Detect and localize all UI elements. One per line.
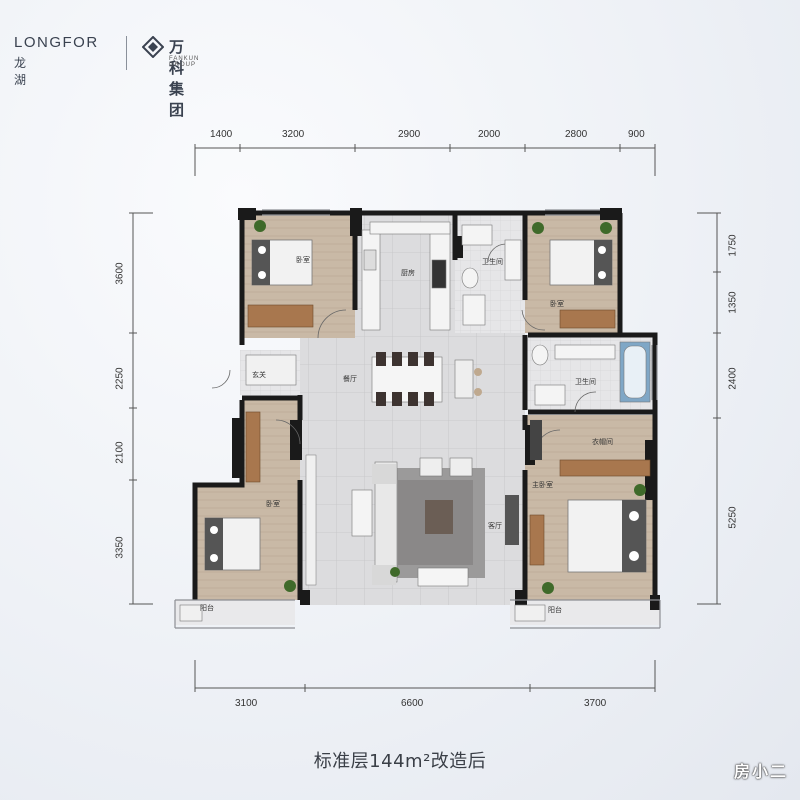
- label-master-bedroom: 主卧室: [532, 480, 553, 489]
- wanke-logo-sub: FANKUN GROUP: [169, 56, 200, 68]
- entry-fixtures: [245, 354, 297, 386]
- label-bath-n: 卫生间: [482, 257, 503, 266]
- longfor-logo: LONGFOR: [14, 34, 99, 51]
- label-bedroom-w: 卧室: [266, 499, 280, 508]
- label-kitchen: 厨房: [401, 268, 415, 277]
- longfor-logo-sub: 龙湖: [14, 56, 31, 87]
- wanke-logo-icon: [142, 36, 164, 58]
- label-dining: 餐厅: [343, 374, 357, 383]
- dim-top-5: 2800: [565, 129, 588, 140]
- dim-top-6: 900: [628, 129, 645, 140]
- door-arcs: [211, 243, 597, 457]
- kitchen-fixtures: [361, 221, 451, 331]
- label-bedroom-nw: 卧室: [296, 255, 310, 264]
- bed-nw: [247, 220, 314, 328]
- wanke-logo: 万科集团: [169, 38, 186, 119]
- label-balcony-w: 阳台: [200, 603, 214, 612]
- dining-table: [371, 352, 482, 406]
- dim-bottom-1: 3100: [235, 698, 258, 709]
- dim-bottom-3: 3700: [584, 698, 607, 709]
- room-labels: 卧室 厨房 卫生间 卧室 玄关 餐厅 卫生间 衣帽间 卧室 客厅 主卧室 阳台 …: [200, 255, 613, 614]
- label-cloakroom: 衣帽间: [592, 437, 613, 446]
- bed-ne: [532, 222, 616, 329]
- living-furniture: [305, 454, 519, 587]
- watermark: 房小二: [733, 762, 788, 781]
- bed-master: [529, 484, 647, 594]
- dimension-lines: [129, 144, 721, 692]
- bed-w: [204, 411, 296, 592]
- label-bath-e: 卫生间: [575, 377, 596, 386]
- windows: [174, 209, 661, 629]
- label-entry: 玄关: [252, 370, 266, 379]
- label-living: 客厅: [488, 521, 502, 530]
- label-balcony-e: 阳台: [548, 605, 562, 614]
- balcony-fixtures: [179, 604, 546, 622]
- dim-top-1: 1400: [210, 129, 233, 140]
- dim-bottom-2: 6600: [401, 698, 424, 709]
- brand-separator: [126, 36, 127, 70]
- plan-caption: 标准层144m²改造后: [313, 751, 487, 772]
- dim-top-3: 2900: [398, 129, 421, 140]
- dim-top-4: 2000: [478, 129, 501, 140]
- dim-top-2: 3200: [282, 129, 305, 140]
- cloakroom-fixtures: [530, 420, 651, 477]
- bath-n-fixtures: [461, 224, 522, 326]
- bath-e-fixtures: [531, 341, 651, 406]
- label-bedroom-ne: 卧室: [550, 299, 564, 308]
